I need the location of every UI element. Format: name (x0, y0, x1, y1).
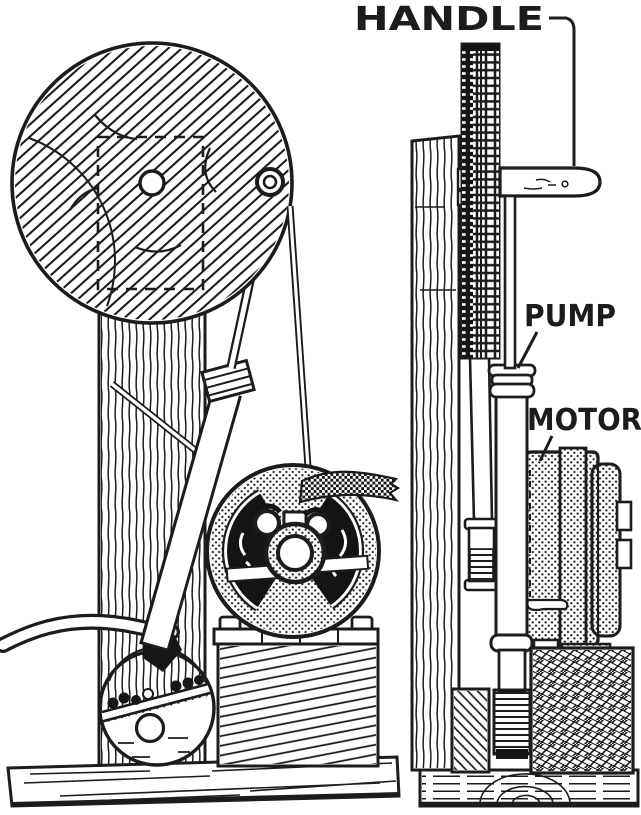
motor-leader-line (538, 435, 554, 462)
crank-pin (255, 167, 285, 197)
annotations: HANDLE PUMP MOTOR (354, 0, 641, 462)
pump-leader-line (516, 331, 539, 369)
motor-band (558, 446, 588, 650)
belt-loose-end (298, 470, 401, 504)
label-handle: HANDLE (354, 0, 576, 166)
pump-label: PUMP (524, 299, 616, 334)
cylinder-collar (200, 358, 256, 404)
motor-side (524, 446, 633, 673)
motor-label: MOTOR (527, 403, 641, 438)
flywheel-edge (460, 42, 501, 360)
drive-belt-front (286, 205, 312, 468)
motor-block-front (212, 615, 380, 768)
motor-front (205, 463, 381, 639)
axle-hole (138, 169, 166, 197)
handle-label: HANDLE (354, 0, 544, 38)
side-view (410, 42, 640, 808)
brush-cap-left (252, 508, 282, 538)
motor-pulley-side (463, 517, 506, 592)
terminal-lug (615, 538, 633, 570)
motor-shaft (276, 534, 314, 572)
label-motor: MOTOR (527, 403, 641, 462)
label-pump: PUMP (516, 299, 616, 369)
name-plate (526, 598, 569, 612)
support-brace (109, 381, 213, 465)
pump-rod (498, 166, 602, 370)
mounting-board (410, 134, 471, 772)
base-blocks-side (450, 646, 635, 775)
drive-belt-side (468, 357, 494, 522)
base-board-side (418, 768, 640, 808)
front-view (0, 41, 401, 808)
pump-side (487, 363, 537, 759)
flywheel (10, 41, 294, 325)
pump-foot-valve (492, 688, 532, 756)
handle-leader-line (549, 16, 576, 166)
terminal-lug (615, 500, 633, 532)
hidden-post-outline (96, 135, 205, 291)
